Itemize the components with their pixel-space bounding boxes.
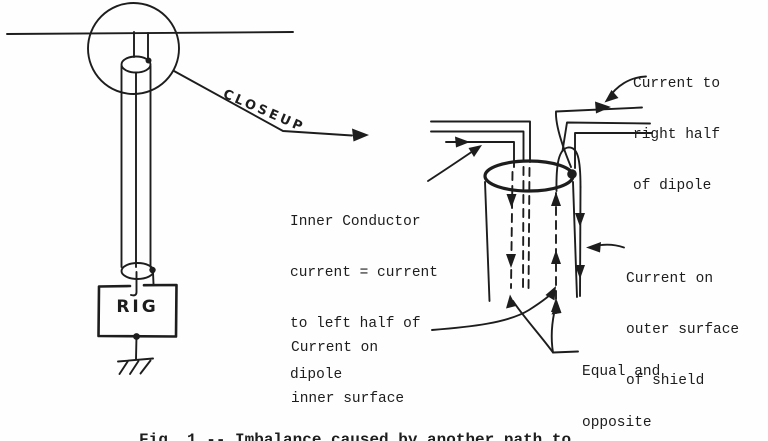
arrowhead-down-2 [506,254,516,268]
arrowhead-closeup [352,128,369,142]
label-inner-surface: Current on inner surface of shield [291,340,405,407]
label-outer-surface: Current on outer surface of shield [626,271,740,389]
shield-cylinder [483,159,578,302]
arrowhead-jumper [595,101,611,114]
shield-outer-current [555,146,585,297]
feedpoint-wires [133,31,152,64]
arrowhead-inner-current [455,136,470,148]
jumper-wire [555,101,643,168]
dipole-wire [6,31,294,35]
label-inner-conductor: Inner Conductor current = current to lef… [290,214,438,383]
inner-conductor-wire [445,136,517,289]
feedpoint-closeup [427,75,653,354]
arrowhead-up-2 [551,250,561,264]
arrowhead-outer-1 [575,213,585,227]
closeup-circle [87,2,180,95]
pointer-right-half-label [604,75,647,103]
shield-tap-dot [149,266,156,274]
left-dipole-wires [430,120,531,293]
figure-caption: Fig. 1 -- Imbalance caused by another pa… [139,431,572,441]
closeup-pointer [173,70,369,142]
rim-connection-dot [567,169,577,179]
arrowhead-down-1 [506,194,517,208]
pointer-equal-currents [506,294,579,354]
pointer-inner-surface-label [431,286,556,331]
coax-feedline [120,55,156,297]
antenna-overview [6,2,369,375]
ground-symbol [117,333,154,375]
arrowhead-outer-2 [575,265,585,279]
pointer-inner-conductor-label [427,145,482,182]
label-equal-opposite: Equal and opposite currents [582,364,661,431]
pointer-outer-surface-label [586,242,625,253]
arrowhead-up-1 [551,192,561,206]
label-current-right-half: Current to right half of dipole [633,76,721,194]
rig-label: RIG [116,297,159,317]
right-dipole-wires [561,121,653,169]
